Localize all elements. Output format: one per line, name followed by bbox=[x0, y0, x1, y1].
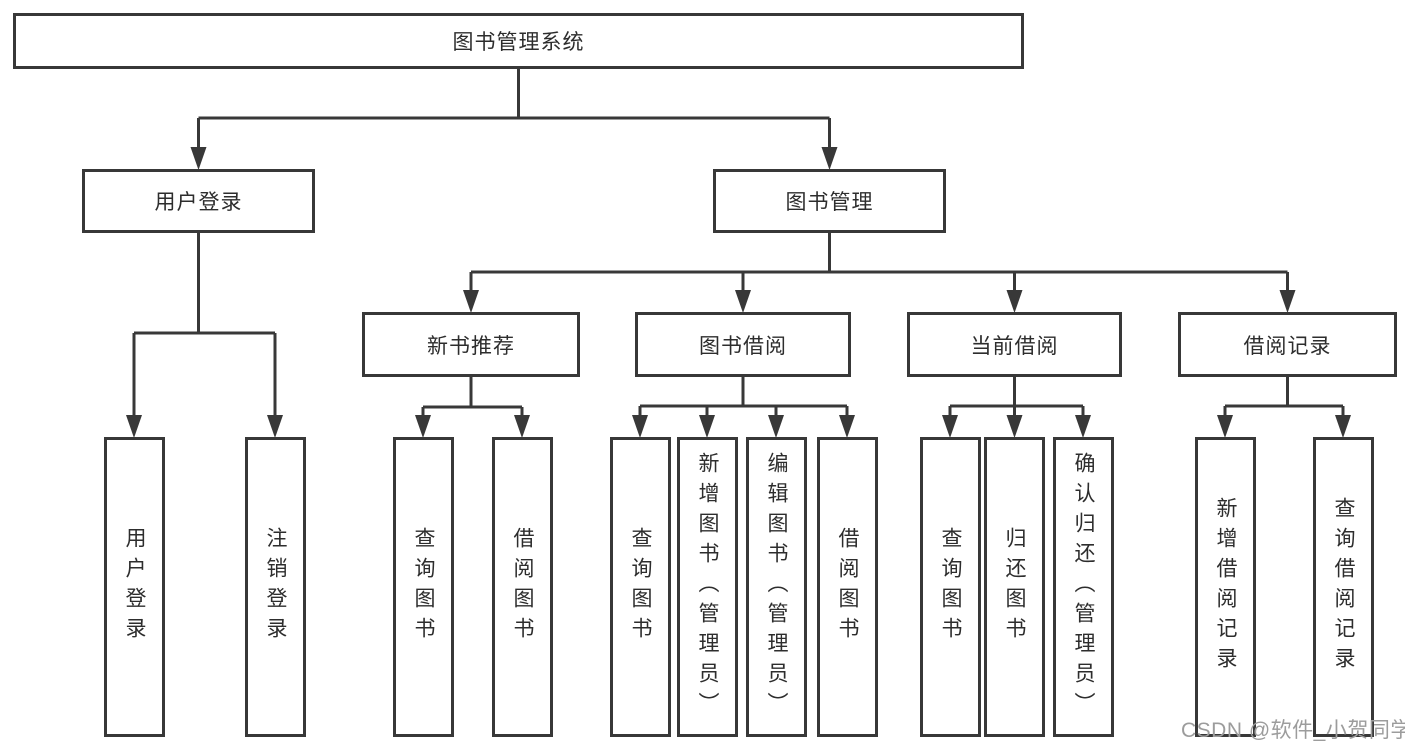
arrowhead-down-icon bbox=[267, 415, 283, 438]
arrowhead-down-icon bbox=[821, 147, 838, 170]
arrowhead-down-icon bbox=[768, 415, 784, 438]
node-current-borrow: 当前借阅 bbox=[907, 312, 1122, 377]
connector-group-5 bbox=[948, 377, 1085, 419]
node-borrow-records: 借阅记录 bbox=[1178, 312, 1397, 377]
connector-group-0 bbox=[197, 69, 831, 151]
arrowhead-down-icon bbox=[839, 415, 855, 438]
connector-group-3 bbox=[421, 377, 524, 419]
csdn-watermark: CSDN @软件_小贺同学 bbox=[1181, 719, 1405, 742]
leaf-query-books-current: 查询图书 bbox=[920, 437, 981, 737]
connector-group-4 bbox=[638, 377, 849, 419]
arrowhead-down-icon bbox=[1217, 415, 1233, 438]
arrowhead-down-icon bbox=[126, 415, 142, 438]
node-new-book-recommend: 新书推荐 bbox=[362, 312, 580, 377]
arrowhead-down-icon bbox=[632, 415, 648, 438]
node-root: 图书管理系统 bbox=[13, 13, 1024, 69]
arrowhead-down-icon bbox=[735, 290, 751, 313]
arrowhead-down-icon bbox=[1075, 415, 1091, 438]
leaf-logout: 注销登录 bbox=[245, 437, 306, 737]
arrowhead-down-icon bbox=[1006, 415, 1023, 438]
leaf-add-books-admin: 新增图书（管理员） bbox=[677, 437, 738, 737]
connector-group-1 bbox=[132, 233, 277, 419]
leaf-query-books-recommend: 查询图书 bbox=[393, 437, 454, 737]
leaf-return-books: 归还图书 bbox=[984, 437, 1045, 737]
leaf-confirm-return-admin: 确认归还（管理员） bbox=[1053, 437, 1114, 737]
leaf-add-borrow-record: 新增借阅记录 bbox=[1195, 437, 1256, 737]
arrowhead-down-icon bbox=[1006, 290, 1023, 313]
node-book-borrow: 图书借阅 bbox=[635, 312, 851, 377]
arrowhead-down-icon bbox=[463, 290, 479, 313]
arrowhead-down-icon bbox=[1335, 415, 1351, 438]
arrowhead-down-icon bbox=[942, 415, 958, 438]
connector-group-6 bbox=[1223, 377, 1345, 419]
arrowhead-down-icon bbox=[1279, 290, 1296, 313]
connector-group-2 bbox=[469, 233, 1289, 294]
arrowhead-down-icon bbox=[699, 415, 715, 438]
node-user-login: 用户登录 bbox=[82, 169, 315, 233]
arrowhead-down-icon bbox=[190, 147, 207, 170]
leaf-borrow-books-recommend: 借阅图书 bbox=[492, 437, 553, 737]
leaf-edit-books-admin: 编辑图书（管理员） bbox=[746, 437, 807, 737]
node-book-management: 图书管理 bbox=[713, 169, 946, 233]
leaf-query-books-borrow: 查询图书 bbox=[610, 437, 671, 737]
leaf-user-login: 用户登录 bbox=[104, 437, 165, 737]
leaf-borrow-books: 借阅图书 bbox=[817, 437, 878, 737]
arrowhead-down-icon bbox=[415, 415, 431, 438]
leaf-query-borrow-record: 查询借阅记录 bbox=[1313, 437, 1374, 737]
arrowhead-down-icon bbox=[514, 415, 530, 438]
